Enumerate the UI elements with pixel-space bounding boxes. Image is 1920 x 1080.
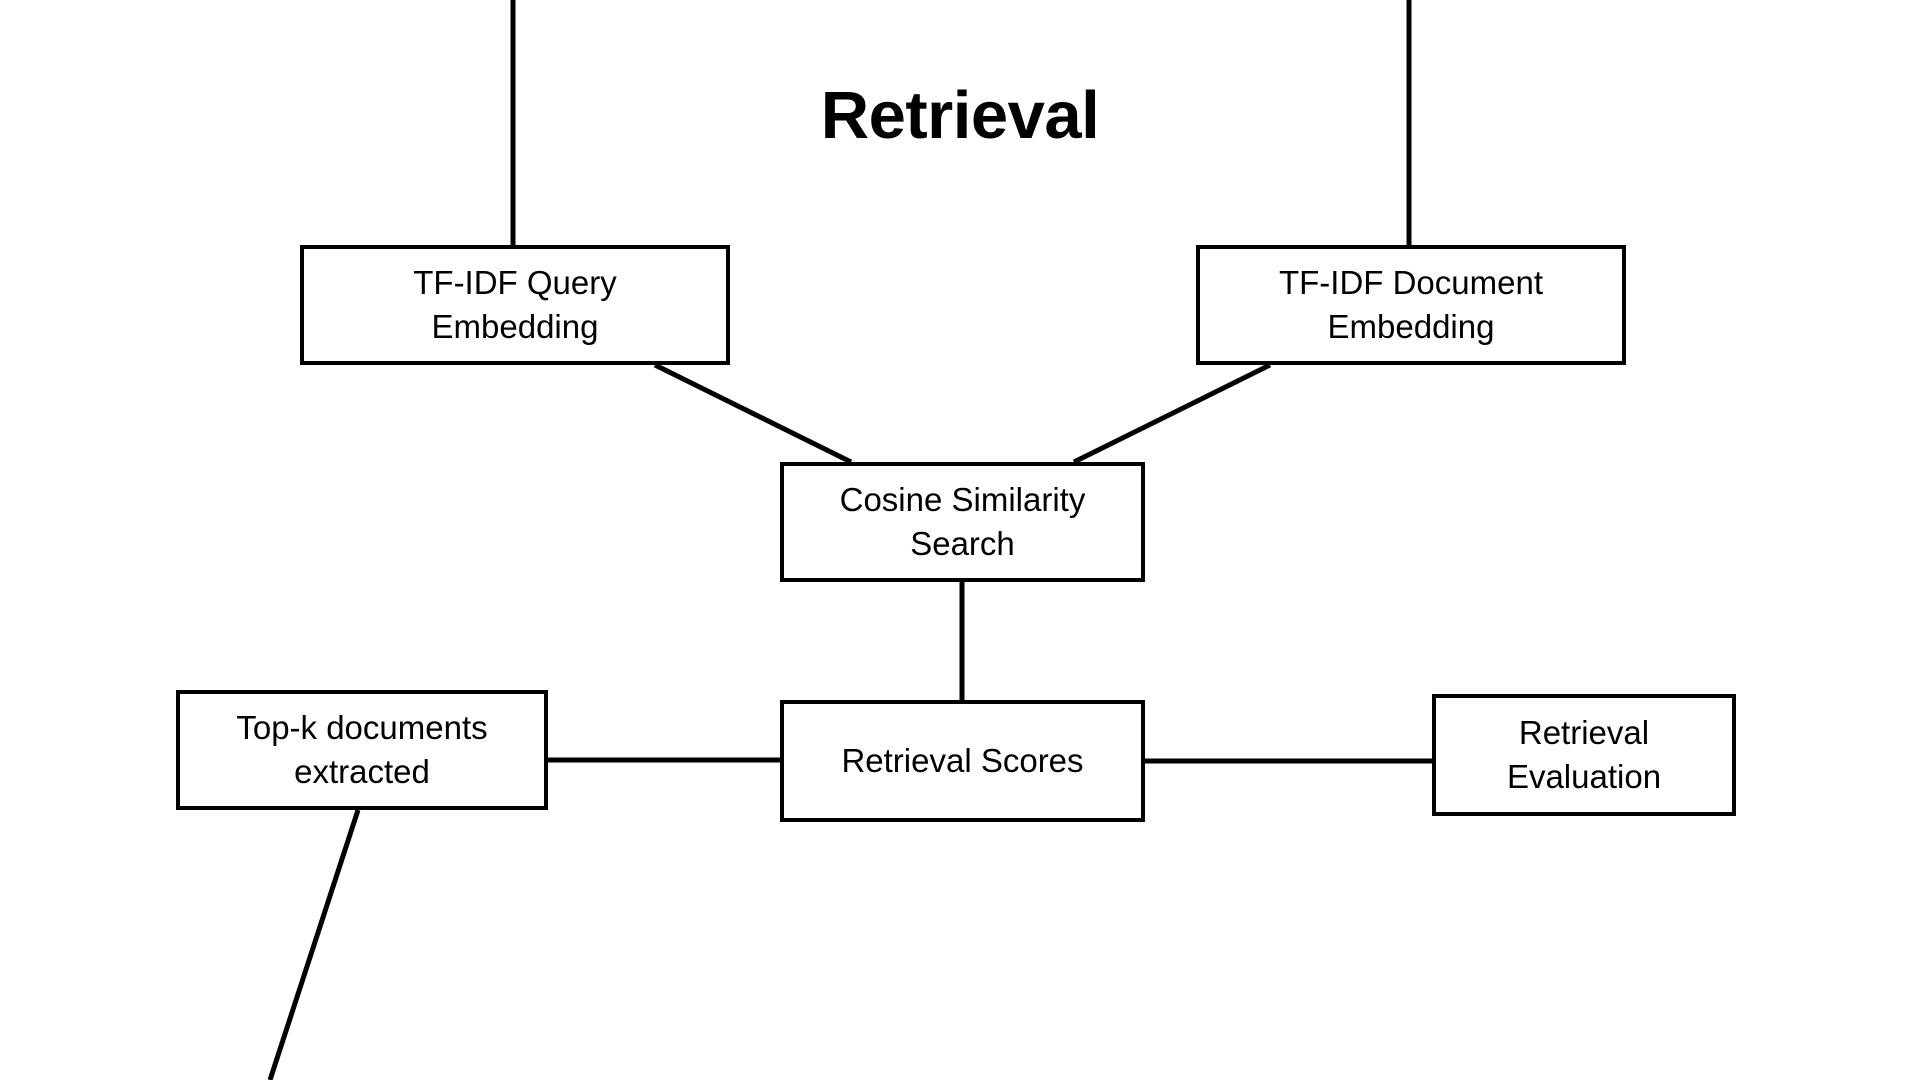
node-retrieval-scores[interactable]: Retrieval Scores xyxy=(780,700,1145,822)
node-retrieval-evaluation[interactable]: Retrieval Evaluation xyxy=(1432,694,1736,816)
node-tfidf-document-embedding[interactable]: TF-IDF Document Embedding xyxy=(1196,245,1626,365)
node-label-tfidf-document-embedding: TF-IDF Document Embedding xyxy=(1278,264,1544,345)
edge-document-embedding-to-cosine xyxy=(1072,362,1272,465)
node-label-top-k-documents-extracted: Top-k documents extracted xyxy=(236,709,488,790)
edge-topk-down-offscreen xyxy=(267,809,361,1080)
node-label-tfidf-query-embedding: TF-IDF Query Embedding xyxy=(413,264,617,345)
page-title: Retrieval xyxy=(820,78,1100,153)
edge-query-embedding-to-cosine xyxy=(653,362,853,465)
node-label-retrieval-scores: Retrieval Scores xyxy=(841,742,1084,780)
node-tfidf-query-embedding[interactable]: TF-IDF Query Embedding xyxy=(300,245,730,365)
node-cosine-similarity-search[interactable]: Cosine Similarity Search xyxy=(780,462,1145,582)
node-label-retrieval-evaluation: Retrieval Evaluation xyxy=(1506,714,1662,795)
node-top-k-documents-extracted[interactable]: Top-k documents extracted xyxy=(176,690,548,810)
node-label-cosine-similarity-search: Cosine Similarity Search xyxy=(839,481,1086,562)
